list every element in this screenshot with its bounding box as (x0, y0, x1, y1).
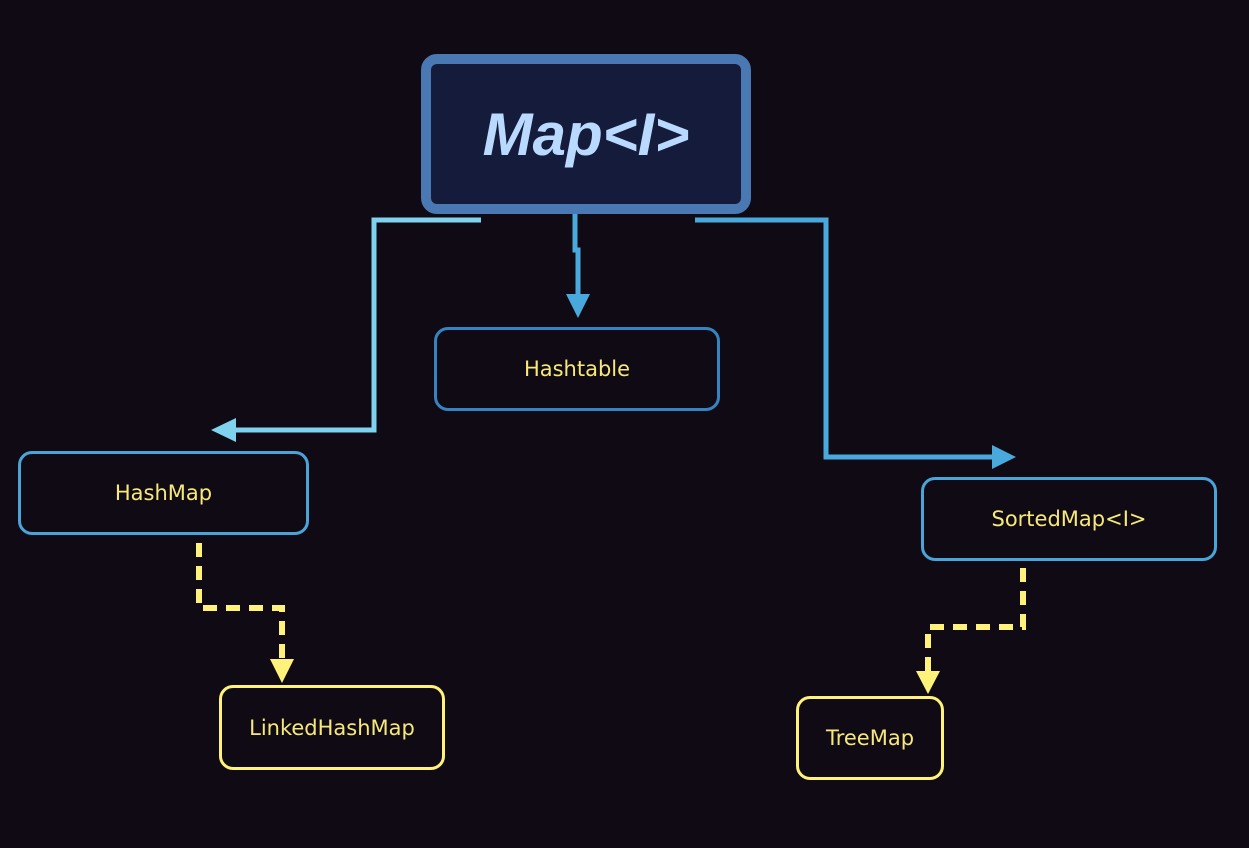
arrowhead-sortedmap (992, 445, 1016, 469)
node-label: TreeMap (825, 726, 915, 750)
node-label: HashMap (114, 481, 213, 505)
node-linkedhashmap[interactable]: LinkedHashMap (219, 685, 445, 770)
node-hashmap[interactable]: HashMap (18, 451, 309, 535)
node-treemap[interactable]: TreeMap (796, 696, 944, 780)
node-label: Map<I> (482, 100, 690, 168)
edge-map-to-hashmap (232, 217, 481, 433)
arrowhead-linkedhashmap (270, 659, 294, 683)
node-sortedmap-interface[interactable]: SortedMap<I> (921, 477, 1217, 561)
edge-map-to-hashtable (572, 201, 581, 297)
node-map-interface[interactable]: Map<I> (421, 54, 751, 214)
edge-map-to-sortedmap (695, 217, 996, 460)
arrowhead-hashmap (211, 418, 236, 442)
node-label: Hashtable (523, 357, 631, 381)
node-label: SortedMap<I> (991, 507, 1147, 531)
arrowhead-treemap (916, 671, 940, 694)
arrowhead-hashtable (566, 294, 590, 318)
node-label: LinkedHashMap (249, 715, 415, 740)
edge-sortedmap-to-treemap (925, 568, 1026, 672)
node-hashtable[interactable]: Hashtable (434, 327, 720, 411)
edge-hashmap-to-linkedhashmap (196, 543, 285, 662)
